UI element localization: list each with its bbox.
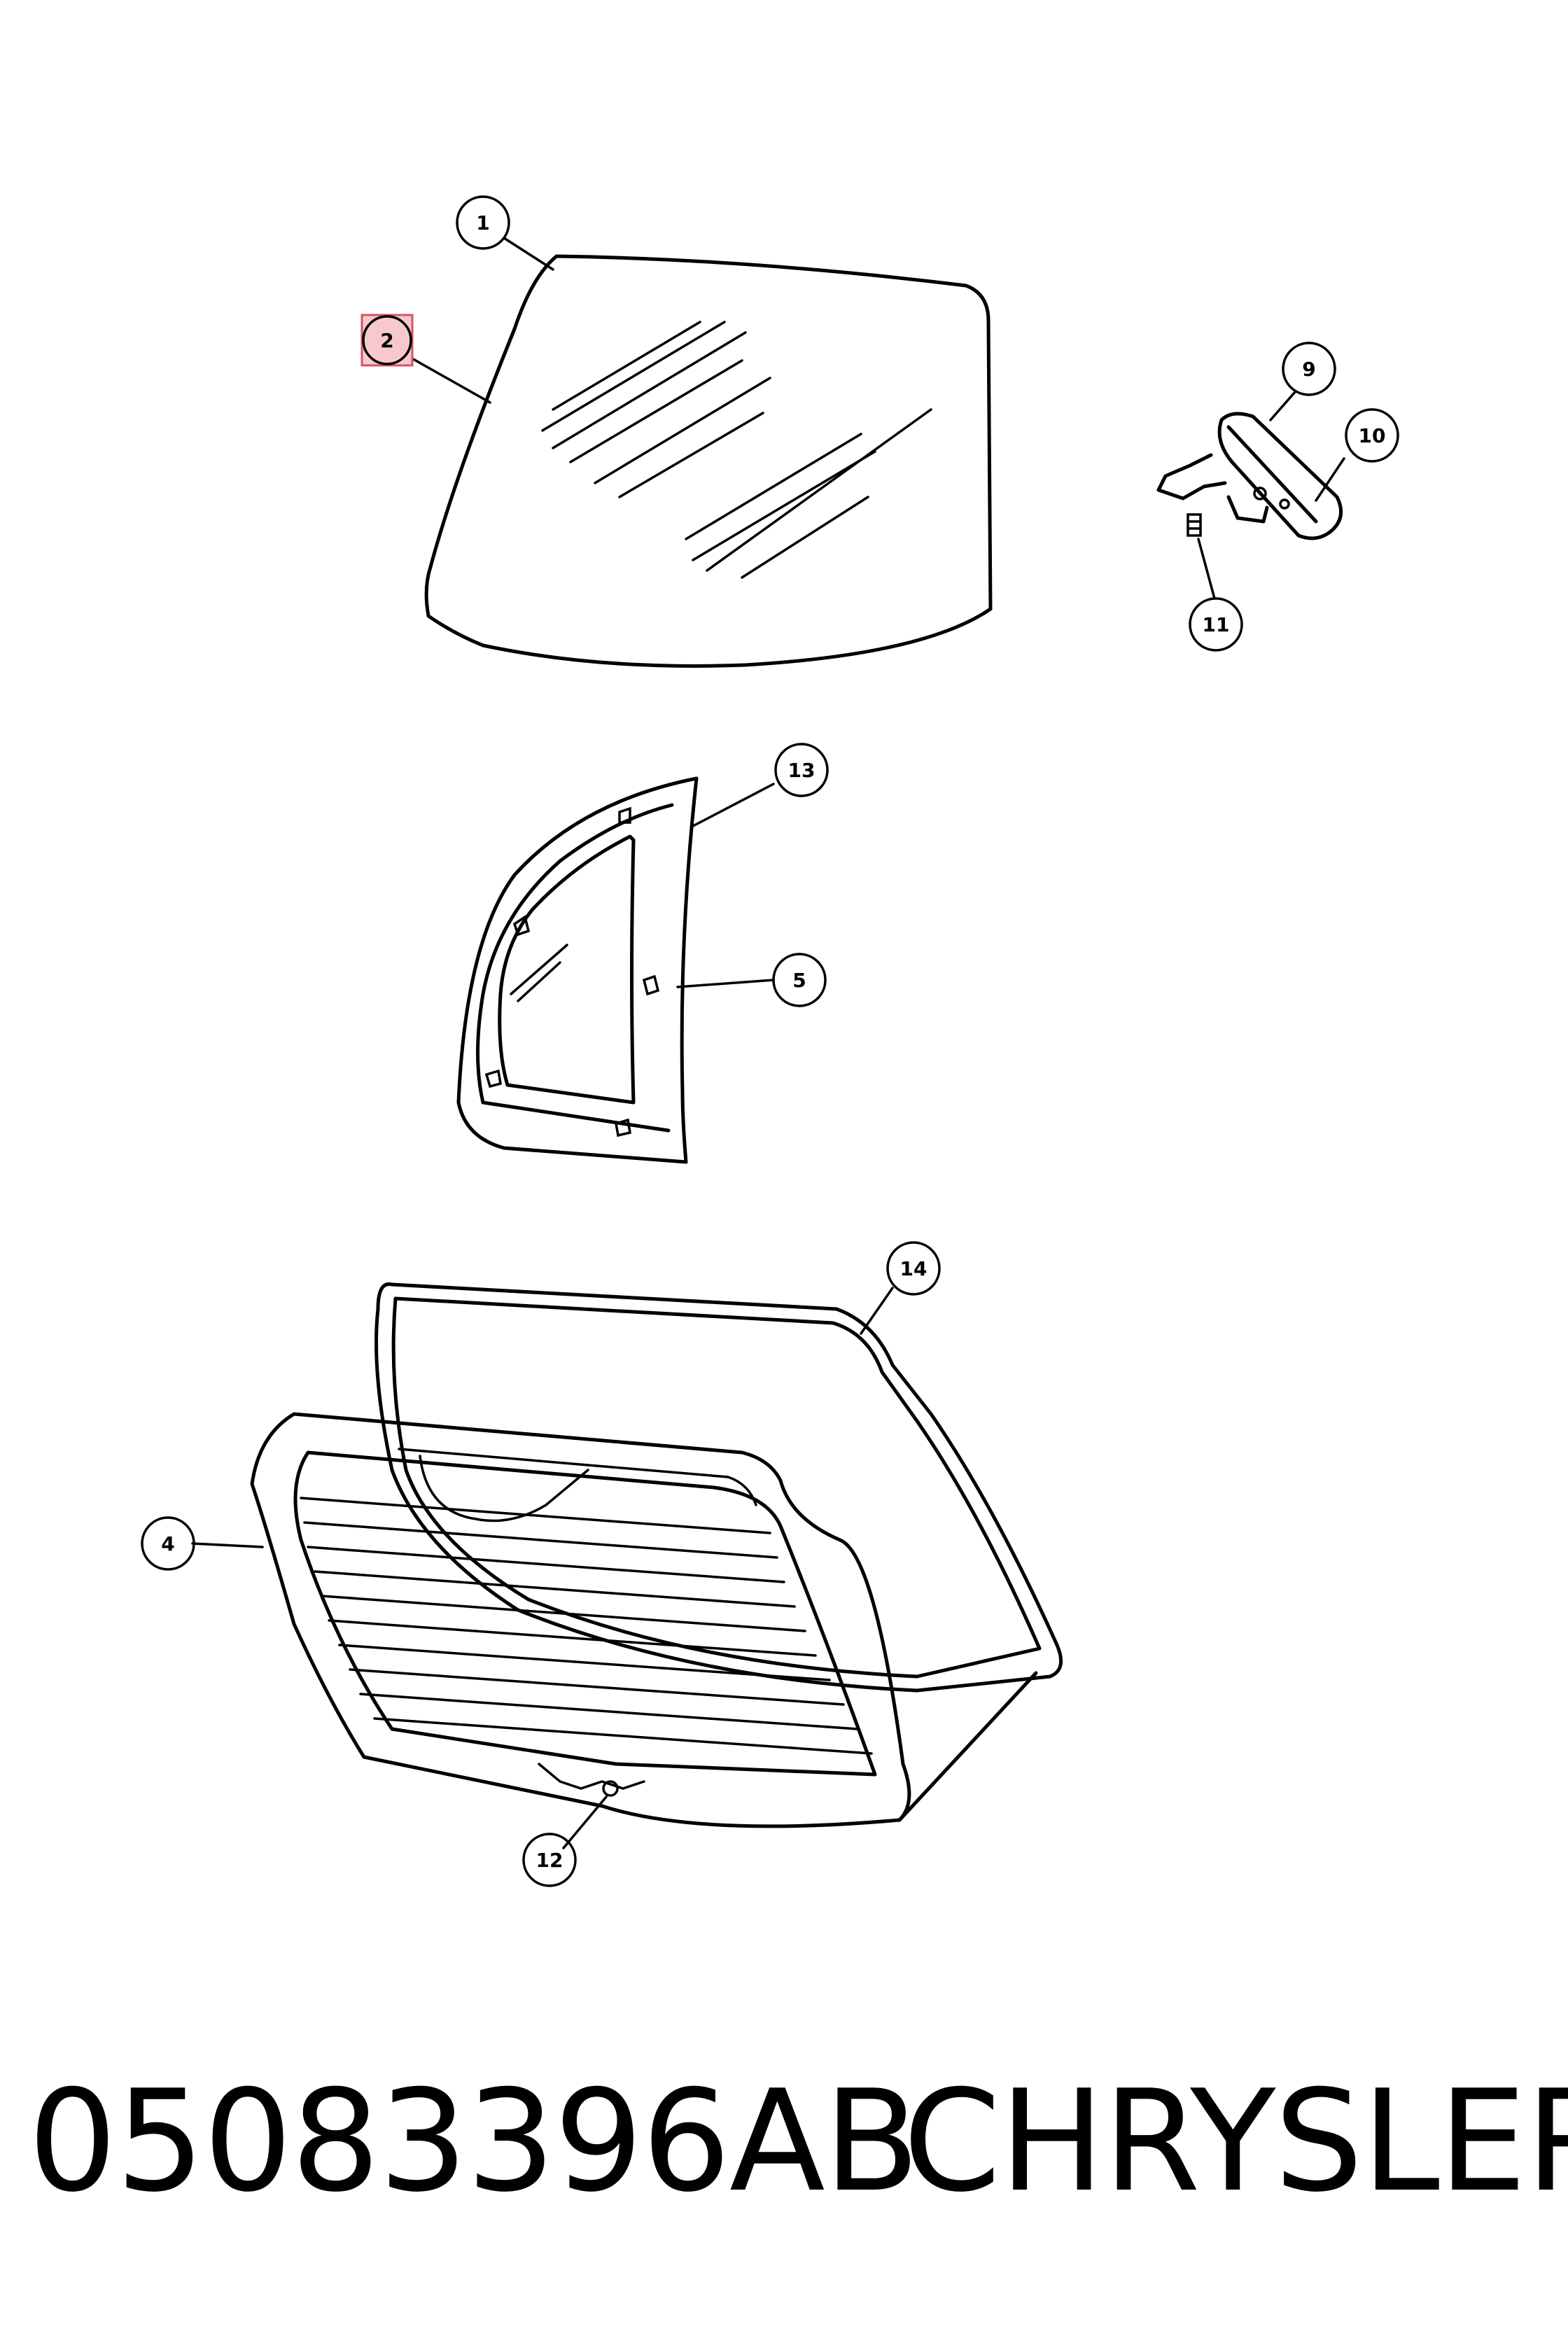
callout-5: 5 bbox=[772, 953, 827, 1007]
leader-lines bbox=[191, 237, 1345, 1849]
callout-label-14: 14 bbox=[900, 1257, 927, 1280]
callout-10: 10 bbox=[1345, 408, 1399, 463]
callout-2: 2 bbox=[360, 314, 414, 367]
quarter-window bbox=[456, 776, 699, 1164]
callout-label-11: 11 bbox=[1203, 613, 1230, 636]
callout-label-1: 1 bbox=[476, 211, 489, 234]
callout-label-13: 13 bbox=[788, 759, 816, 782]
windshield-glass bbox=[424, 254, 993, 668]
callout-13: 13 bbox=[774, 743, 829, 797]
liftgate-glass bbox=[250, 1412, 1038, 1828]
callout-14: 14 bbox=[886, 1241, 941, 1296]
callout-label-5: 5 bbox=[792, 969, 806, 992]
callout-1: 1 bbox=[456, 195, 510, 250]
weatherstrip-seal bbox=[374, 1282, 1063, 1693]
callout-label-2: 2 bbox=[380, 329, 393, 352]
manufacturer-name: CHRYSLER bbox=[903, 2060, 1568, 2223]
callout-label-12: 12 bbox=[536, 1849, 564, 1872]
callout-12: 12 bbox=[522, 1833, 577, 1887]
callout-9: 9 bbox=[1282, 342, 1336, 396]
callout-label-4: 4 bbox=[161, 1532, 174, 1555]
callout-4: 4 bbox=[141, 1516, 195, 1571]
callout-11: 11 bbox=[1189, 597, 1243, 652]
callout-label-9: 9 bbox=[1302, 358, 1315, 381]
part-number: 05083396AB bbox=[28, 2060, 920, 2223]
callout-label-10: 10 bbox=[1359, 424, 1386, 447]
rearview-mirror bbox=[1156, 412, 1343, 540]
